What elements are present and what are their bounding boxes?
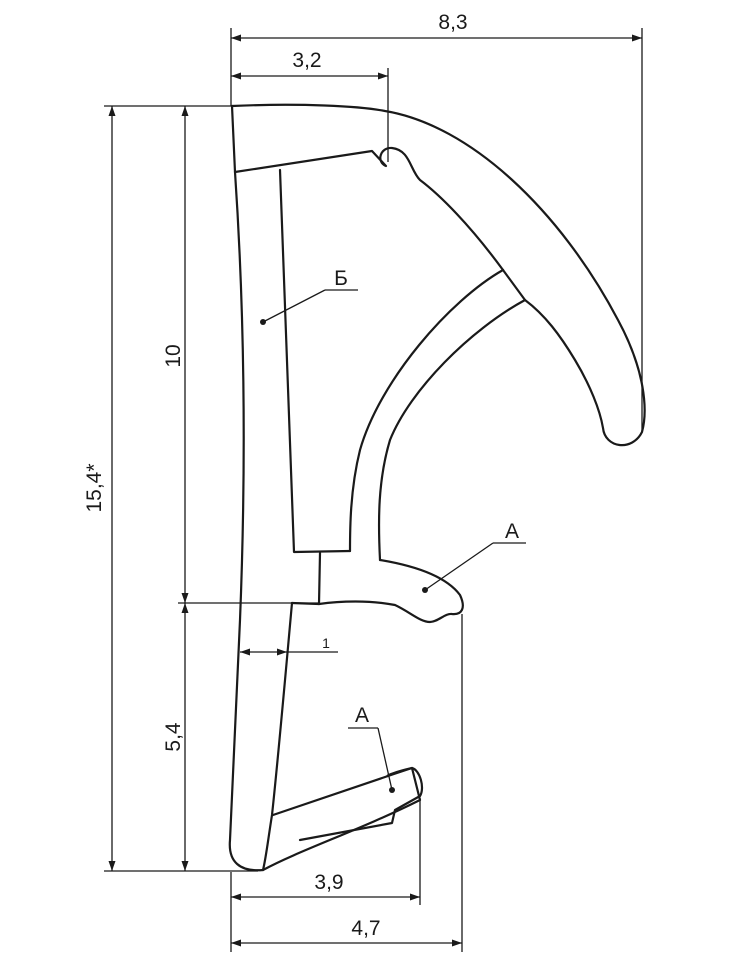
profile-left-wall: [228, 170, 422, 872]
label-material-b: Б: [334, 267, 348, 290]
profile-lip-inner: [233, 146, 505, 272]
label-material-a-upper: А: [505, 520, 519, 543]
dim-upper-height: 10: [162, 344, 185, 367]
dim-wall-thickness: 1: [322, 635, 330, 651]
profile-top-cap-line: [230, 104, 237, 174]
dim-top-width: 3,2: [292, 49, 321, 72]
profile-inner-wall: [261, 601, 294, 872]
label-material-a-lower: А: [355, 704, 369, 727]
profile-anchor-upper: [317, 558, 464, 624]
leader-line-a-lower: [377, 727, 393, 791]
dim-lower-height: 5,4: [162, 722, 185, 752]
profile-arch-inner: [377, 298, 527, 562]
seal-profile: [228, 103, 646, 872]
dimension-lines: 8,3 3,2 15,4* 10 5,4 1 3,9 4,7: [83, 11, 643, 952]
profile-insert-b: [278, 168, 352, 554]
material-labels: Б А А: [260, 267, 526, 793]
dim-bottom-width: 3,9: [314, 871, 343, 894]
dim-mid-width: 4,7: [351, 917, 380, 940]
dim-total-width: 8,3: [438, 11, 467, 34]
leader-line-b: [262, 289, 326, 323]
profile-arch-outer: [348, 268, 505, 553]
profile-insert-b-joint: [317, 551, 322, 606]
leader-line-a-upper: [424, 542, 494, 591]
profile-anchor-lower: [271, 766, 424, 842]
dim-total-height: 15,4*: [83, 463, 106, 512]
profile-outer-contour: [230, 103, 646, 447]
